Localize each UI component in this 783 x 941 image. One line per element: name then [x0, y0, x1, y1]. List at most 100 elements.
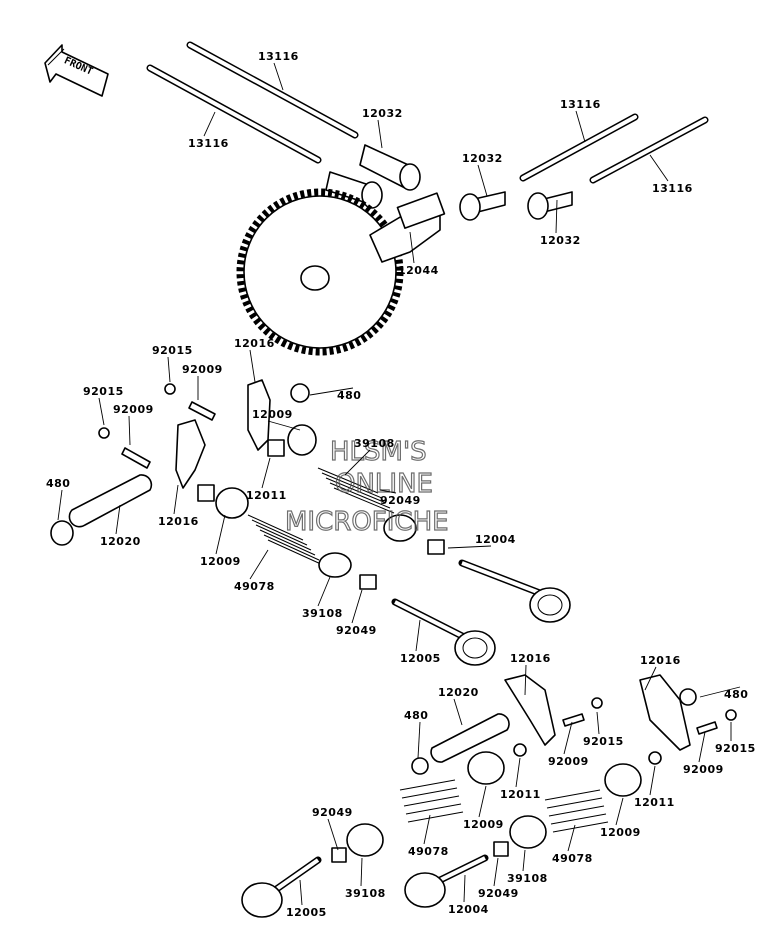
watermark-line-3: MICROFICHE — [285, 507, 449, 537]
part-number-pushrod-right-2: 13116 — [652, 182, 693, 195]
leader-line — [261, 457, 271, 489]
part-number-collet-d: 92049 — [478, 887, 519, 900]
leader-line — [273, 62, 284, 91]
leader-line — [698, 731, 706, 763]
leader-line — [563, 721, 573, 755]
leader-line — [379, 489, 397, 494]
leader-line — [596, 711, 600, 735]
part-number-spring-d: 49078 — [552, 852, 593, 865]
leader-line — [351, 589, 363, 624]
part-number-circlip-c: 480 — [404, 709, 428, 722]
leader-line — [463, 874, 466, 903]
front-arrow-icon: FRONT — [44, 44, 109, 97]
part-number-pushrod-right-1: 13116 — [560, 98, 601, 111]
rocker-assembly-lower-icon — [241, 674, 737, 918]
part-number-valve-exhaust: 12004 — [475, 533, 516, 546]
part-number-nut-d: 92015 — [715, 742, 756, 755]
watermark-line-1: HLSM'S — [330, 437, 427, 467]
pushrod-group-right — [519, 113, 709, 184]
leader-line — [417, 721, 421, 759]
leader-line — [524, 664, 527, 696]
part-number-collet-c: 92049 — [312, 806, 353, 819]
part-number-shaft-a: 12020 — [100, 535, 141, 548]
part-number-tappet-3: 12032 — [540, 234, 581, 247]
part-number-tappet-1: 12032 — [362, 107, 403, 120]
part-labels: 1311613116131161311612032120321203212044… — [46, 50, 756, 919]
cam-gear-icon — [236, 188, 446, 356]
part-number-circlip-d: 480 — [724, 688, 748, 701]
part-number-collet-a: 92049 — [380, 494, 421, 507]
leader-line — [128, 415, 131, 446]
leader-line — [344, 449, 371, 476]
part-number-seat-d: 39108 — [507, 872, 548, 885]
leader-line — [115, 504, 121, 535]
part-number-rocker-a: 12016 — [234, 337, 275, 350]
part-number-spring-c: 49078 — [408, 845, 449, 858]
part-number-spring-b-seat: 39108 — [354, 437, 395, 450]
leader-line — [615, 797, 624, 826]
part-number-cap-d: 12011 — [634, 796, 675, 809]
leader-line — [415, 619, 421, 652]
part-number-rocker-b: 12016 — [158, 515, 199, 528]
leader-line — [317, 576, 331, 607]
part-number-collet-b: 92049 — [336, 624, 377, 637]
part-number-screw-c: 92009 — [548, 755, 589, 768]
leader-line — [299, 879, 303, 906]
leader-line — [173, 484, 179, 515]
leader-line — [377, 119, 383, 149]
part-number-valve-intake: 12005 — [400, 652, 441, 665]
leader-line — [699, 686, 741, 698]
part-number-circlip-b: 480 — [46, 477, 70, 490]
leader-line — [478, 785, 487, 818]
leader-line — [515, 757, 521, 788]
part-number-rocker-d: 12016 — [640, 654, 681, 667]
part-number-valve-d: 12004 — [448, 903, 489, 916]
part-number-circlip-a: 480 — [337, 389, 361, 402]
leader-line — [327, 818, 339, 851]
leader-line — [249, 549, 269, 580]
part-number-pushrod-upper-1: 13116 — [258, 50, 299, 63]
part-number-tappet-2: 12032 — [462, 152, 503, 165]
part-number-nut-a: 92015 — [152, 344, 193, 357]
part-number-valve-c: 12005 — [286, 906, 327, 919]
watermark-line-2: ONLINE — [335, 469, 433, 499]
leader-line — [203, 111, 216, 137]
leader-line — [215, 514, 226, 555]
part-number-retainer-c: 12009 — [463, 818, 504, 831]
pushrod-group-left — [146, 41, 359, 164]
part-number-cap-a: 12011 — [246, 489, 287, 502]
part-number-nut-c: 92015 — [583, 735, 624, 748]
part-number-shaft-b: 12020 — [438, 686, 479, 699]
part-number-nut-b: 92015 — [83, 385, 124, 398]
part-number-screw-b: 92009 — [113, 403, 154, 416]
spring-icon — [247, 467, 395, 566]
leader-line — [567, 824, 576, 852]
leader-line — [309, 387, 354, 396]
leader-line — [249, 349, 256, 383]
leader-line — [267, 420, 301, 431]
part-number-screw-a: 92009 — [182, 363, 223, 376]
valve-icon — [391, 559, 571, 666]
part-number-spring-a: 49078 — [234, 580, 275, 593]
watermark: HLSM'S ONLINE MICROFICHE — [284, 436, 449, 537]
leader-line — [575, 110, 586, 143]
leader-line — [57, 489, 63, 521]
part-number-retainer-a: 12009 — [252, 408, 293, 421]
rocker-assembly-upper-icon — [50, 379, 445, 590]
leader-line — [555, 199, 558, 234]
leader-line — [409, 231, 415, 264]
part-number-retainer-d: 12009 — [600, 826, 641, 839]
leader-line — [167, 356, 171, 383]
leader-line — [477, 164, 488, 197]
leader-line — [360, 857, 363, 887]
leader-line — [649, 765, 656, 796]
part-number-pushrod-upper-2: 13116 — [188, 137, 229, 150]
leader-line — [98, 397, 105, 426]
leader-line — [423, 814, 431, 845]
part-number-seat-a: 39108 — [302, 607, 343, 620]
leader-line — [522, 849, 526, 872]
leader-lines — [57, 62, 741, 906]
part-number-cap-c: 12011 — [500, 788, 541, 801]
part-number-screw-d: 92009 — [683, 763, 724, 776]
